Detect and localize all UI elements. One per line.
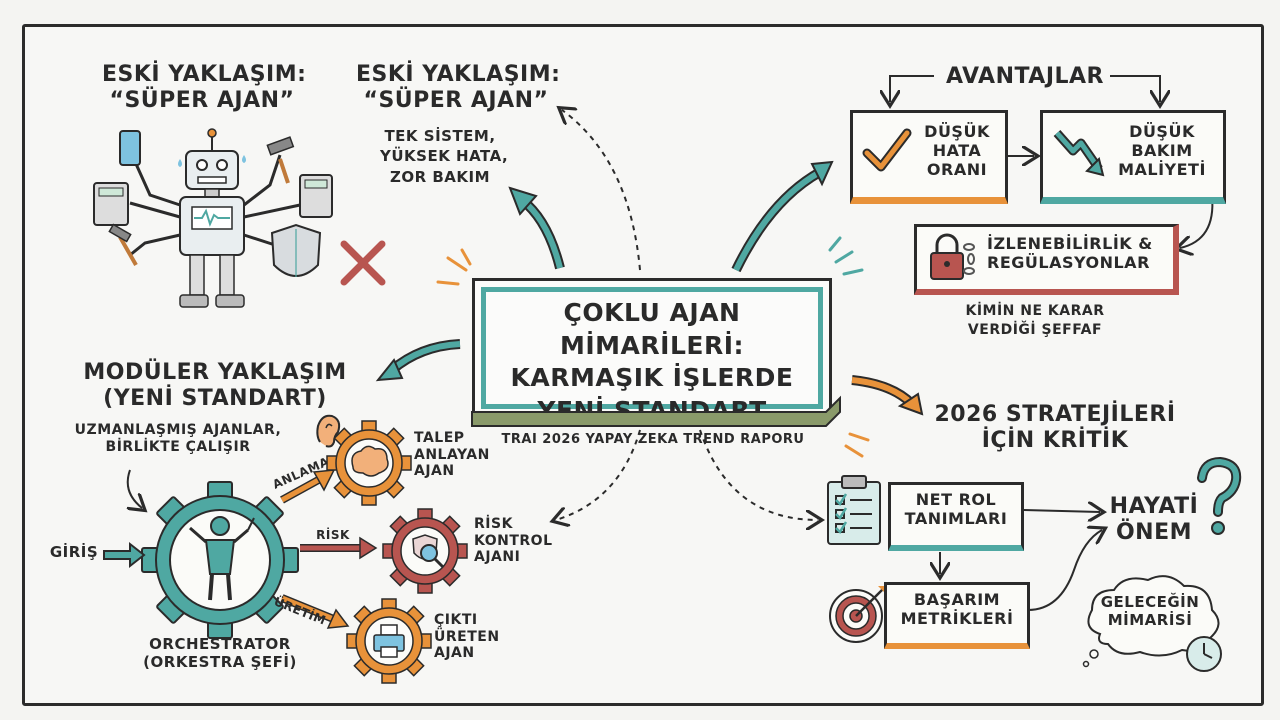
strategy-title-line2: İÇİN KRİTİK	[981, 427, 1129, 453]
metrics-line2: METRİKLERİ	[900, 608, 1014, 628]
agent3-line3: AJAN	[434, 645, 475, 662]
future-line2: MİMARİSİ	[1107, 610, 1193, 629]
traceability-note-line1: KİMİN NE KARAR	[965, 303, 1105, 319]
old-desc-line1: TEK SİSTEM,	[384, 127, 496, 145]
modular-approach-title: MODÜLER YAKLAŞIM (YENİ STANDART)	[70, 360, 360, 412]
cross-icon	[340, 240, 386, 286]
orchestrator-line2: (ORKESTRA ŞEFİ)	[143, 652, 297, 671]
old-approach-title-right: ESKİ YAKLAŞIM: “SÜPER AJAN”	[356, 62, 561, 114]
checkmark-icon	[862, 128, 912, 172]
agent1-line3: AJAN	[414, 463, 455, 480]
agent1-label: TALEP ANLAYAN AJAN	[414, 430, 490, 480]
agent2-line1: RİSK	[474, 516, 513, 532]
magnifier-gear-icon	[382, 508, 468, 594]
risk-arrow-label: RİSK	[316, 528, 350, 542]
net-roles-label: NET ROL TANIMLARI	[891, 490, 1021, 529]
magnifier-icon	[420, 544, 438, 562]
orchestrator-label: ORCHESTRATOR (ORKESTRA ŞEFİ)	[140, 635, 300, 671]
ear-icon	[316, 414, 341, 448]
agent2-label: RİSK KONTROL AJANI	[474, 516, 564, 566]
old-approach-description: TEK SİSTEM, YÜKSEK HATA, ZOR BAKIM	[380, 126, 509, 187]
agent3-line1: ÇIKTI	[434, 612, 478, 628]
net-roles-line1: NET ROL	[915, 490, 997, 509]
central-topic-box: ÇOKLU AJAN MİMARİLERİ: KARMAŞIK İŞLERDE …	[472, 278, 832, 425]
low-cost-line1: DÜŞÜK	[1129, 122, 1195, 141]
brain-gear-icon	[326, 420, 412, 506]
low-cost-line2: BAKIM	[1131, 140, 1193, 160]
vital-line1: HAYATİ	[1109, 494, 1199, 519]
cloud-icon	[1082, 575, 1220, 668]
old-approach-title-left: ESKİ YAKLAŞIM: “SÜPER AJAN”	[102, 62, 307, 114]
modular-title-line1: MODÜLER YAKLAŞIM	[83, 360, 347, 385]
central-box-shadow	[471, 395, 841, 427]
agent2-line3: AJANI	[474, 549, 521, 566]
future-line1: GELECEĞİN	[1100, 593, 1200, 611]
net-roles-card: NET ROL TANIMLARI	[888, 482, 1024, 551]
agent2-line2: KONTROL	[474, 532, 553, 549]
agent1-line2: ANLAYAN	[414, 446, 490, 463]
low-error-line2: HATA	[932, 140, 982, 160]
low-error-card: DÜŞÜK HATA ORANI	[850, 110, 1008, 204]
old-approach-line2: “SÜPER AJAN”	[109, 87, 295, 113]
printer-icon	[373, 624, 405, 658]
agent3-line2: ÜRETEN	[434, 628, 500, 645]
down-trend-icon	[1053, 130, 1105, 177]
low-cost-label: DÜŞÜK BAKIM MALİYETİ	[1107, 122, 1217, 180]
traceability-note: KİMİN NE KARAR VERDİĞİ ŞEFFAF	[950, 302, 1120, 340]
traceability-line2: REGÜLASYONLAR	[987, 252, 1150, 272]
traceability-card: İZLENEBİLİRLİK & REGÜLASYONLAR	[914, 224, 1179, 295]
vital-label: HAYATİ ÖNEM	[1104, 494, 1204, 546]
robot-icon	[93, 128, 333, 308]
metrics-card: BAŞARIM METRİKLERİ	[884, 582, 1030, 649]
modular-desc-line2: BİRLİKTE ÇALIŞIR	[105, 438, 251, 455]
strategy-title: 2026 STRATEJİLERİ İÇİN KRİTİK	[920, 402, 1190, 454]
traceability-label: İZLENEBİLİRLİK & REGÜLASYONLAR	[987, 234, 1167, 273]
orchestrator-line1: ORCHESTRATOR	[149, 635, 291, 653]
low-cost-card: DÜŞÜK BAKIM MALİYETİ	[1040, 110, 1226, 204]
central-subtitle: TRAI 2026 YAPAY ZEKA TREND RAPORU	[501, 432, 805, 447]
metrics-line1: BAŞARIM	[913, 590, 1001, 609]
central-title-line1: ÇOKLU AJAN MİMARİLERİ:	[559, 298, 744, 360]
central-topic-inner-border	[481, 287, 823, 409]
old-desc-line3: ZOR BAKIM	[389, 167, 491, 186]
low-error-line3: ORANI	[926, 159, 988, 179]
agent3-label: ÇIKTI ÜRETEN AJAN	[434, 612, 504, 662]
conductor-icon	[189, 516, 255, 601]
old-approach-line1: ESKİ YAKLAŞIM:	[102, 62, 307, 87]
metrics-label: BAŞARIM METRİKLERİ	[887, 590, 1027, 629]
traceability-line1: İZLENEBİLİRLİK &	[987, 234, 1153, 253]
future-label: GELECEĞİN MİMARİSİ	[1100, 593, 1200, 629]
brain-icon	[351, 445, 389, 477]
old-approach-right-line1: ESKİ YAKLAŞIM:	[356, 62, 561, 87]
traceability-note-line2: VERDİĞİ ŞEFFAF	[967, 321, 1103, 338]
input-arrow	[103, 541, 146, 569]
low-error-label: DÜŞÜK HATA ORANI	[915, 122, 999, 180]
old-approach-right-line2: “SÜPER AJAN”	[363, 87, 549, 113]
low-cost-line3: MALİYETİ	[1118, 159, 1206, 179]
agent1-line1: TALEP	[414, 430, 465, 446]
modular-title-line2: (YENİ STANDART)	[103, 385, 327, 411]
target-icon	[829, 585, 887, 643]
clock-icon	[1186, 636, 1222, 672]
modular-approach-desc: UZMANLAŞMIŞ AJANLAR, BİRLİKTE ÇALIŞIR	[58, 422, 298, 455]
modular-desc-line1: UZMANLAŞMIŞ AJANLAR,	[74, 422, 282, 438]
old-desc-line2: YÜKSEK HATA,	[380, 147, 509, 166]
question-mark-icon	[1197, 456, 1242, 535]
advantages-title: AVANTAJLAR	[945, 64, 1104, 89]
clipboard-icon	[827, 475, 881, 545]
printer-gear-icon	[346, 598, 432, 684]
low-error-line1: DÜŞÜK	[924, 122, 990, 141]
net-roles-line2: TANIMLARI	[904, 508, 1008, 528]
vital-line2: ÖNEM	[1115, 519, 1193, 545]
central-title-line2: KARMAŞIK İŞLERDE	[510, 363, 794, 392]
padlock-chain-icon	[930, 233, 975, 280]
strategy-title-line1: 2026 STRATEJİLERİ	[934, 402, 1176, 427]
input-label: GİRİŞ	[49, 543, 99, 561]
